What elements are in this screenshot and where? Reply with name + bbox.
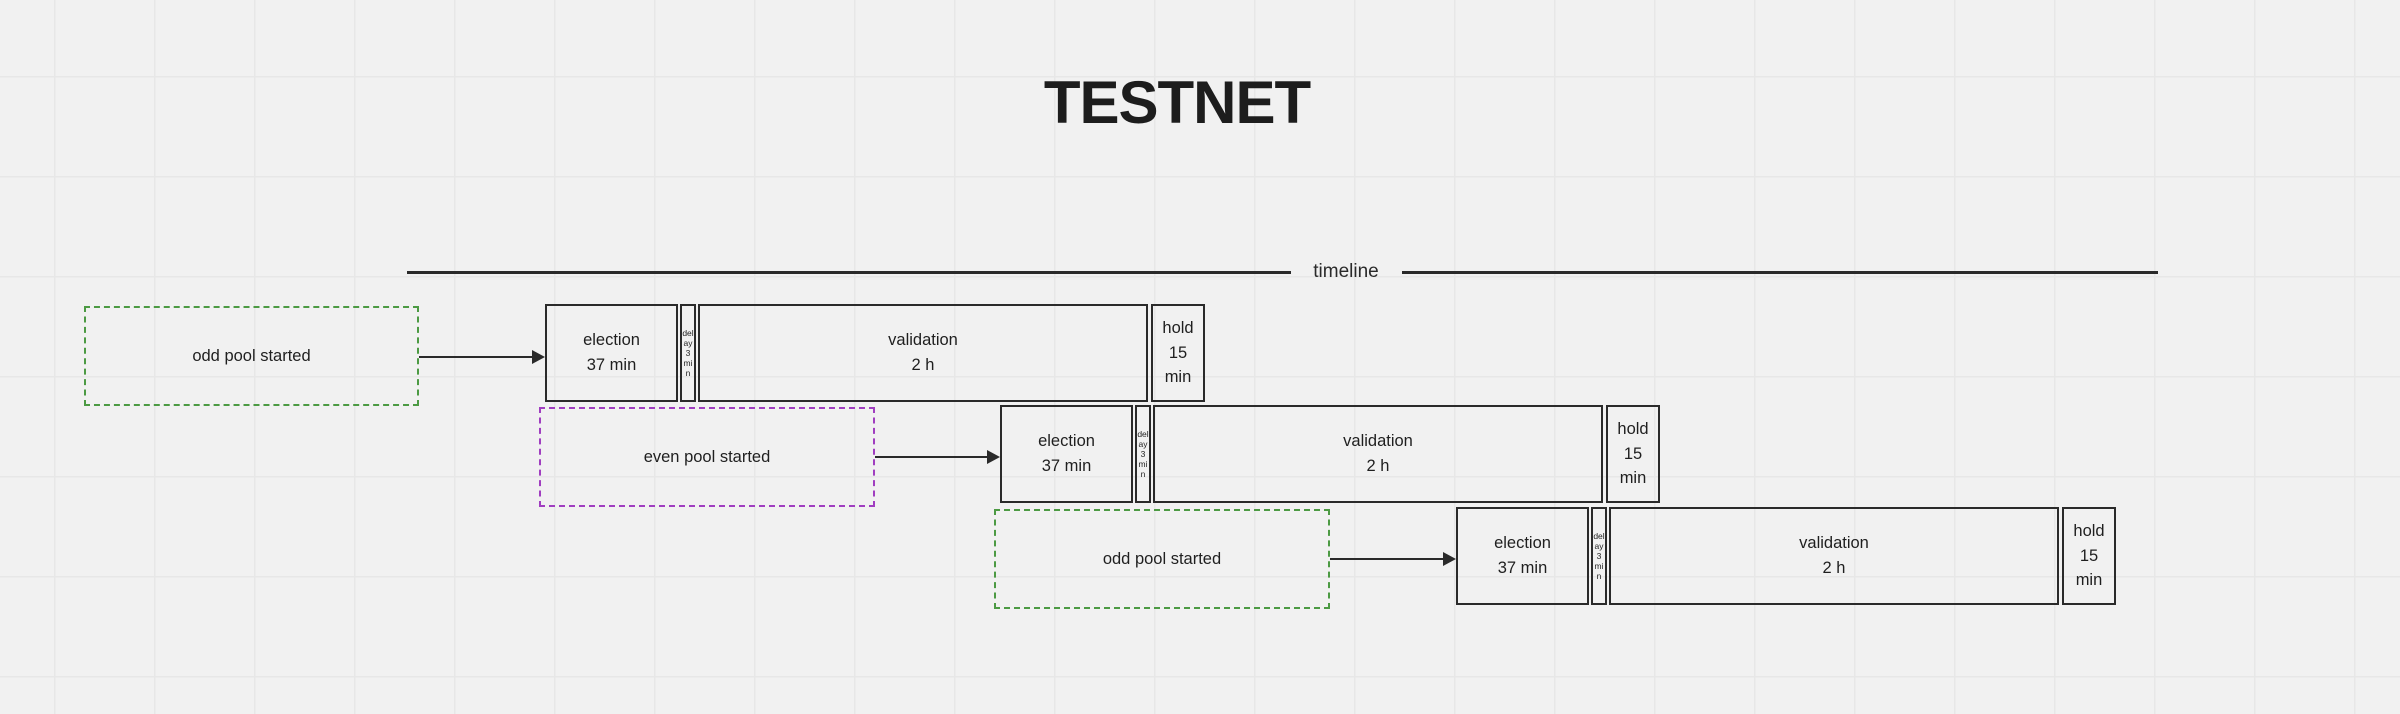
phase-label: hold 15 min — [1617, 419, 1649, 488]
phase-validation-3: validation 2 h — [1609, 507, 2059, 605]
phase-hold-2: hold 15 min — [1606, 405, 1660, 503]
timeline-label: timeline — [1313, 261, 1379, 282]
start-box-label: odd pool started — [192, 346, 311, 365]
phase-validation-1: validation 2 h — [698, 304, 1148, 402]
start-box-odd-pool-1: odd pool started — [84, 306, 419, 406]
timeline-line-left — [407, 271, 1291, 274]
phase-hold-1: hold 15 min — [1151, 304, 1205, 402]
phase-election-2: election 37 min — [1000, 405, 1133, 503]
phase-label: election 37 min — [1038, 432, 1095, 475]
arrowhead-icon — [987, 450, 1000, 464]
phase-label: delay 3 min — [1593, 530, 1605, 582]
start-box-label: even pool started — [643, 447, 771, 466]
phase-validation-2: validation 2 h — [1153, 405, 1603, 503]
arrowhead-icon — [532, 350, 545, 364]
phase-label: hold 15 min — [1162, 318, 1194, 387]
phase-label: election 37 min — [1494, 534, 1551, 577]
phase-label: hold 15 min — [2073, 521, 2105, 590]
phase-label: delay 3 min — [682, 327, 694, 379]
phase-label: validation 2 h — [888, 331, 958, 374]
start-box-odd-pool-2: odd pool started — [994, 509, 1330, 609]
phase-delay-1: delay 3 min — [680, 304, 696, 402]
phase-label: validation 2 h — [1343, 432, 1413, 475]
arrow-shaft — [419, 355, 534, 359]
arrowhead-icon — [1443, 552, 1456, 566]
arrow-shaft — [875, 455, 989, 459]
arrow-shaft — [1330, 557, 1445, 561]
phase-label: validation 2 h — [1799, 534, 1869, 577]
phase-election-3: election 37 min — [1456, 507, 1589, 605]
phase-label: delay 3 min — [1137, 428, 1149, 480]
diagram-title: TESTNET — [1043, 69, 1311, 136]
phase-hold-3: hold 15 min — [2062, 507, 2116, 605]
start-box-even-pool: even pool started — [539, 407, 875, 507]
phase-election-1: election 37 min — [545, 304, 678, 402]
phase-delay-3: delay 3 min — [1591, 507, 1607, 605]
timeline-line-right — [1402, 271, 2158, 274]
start-box-label: odd pool started — [1102, 549, 1222, 568]
phase-delay-2: delay 3 min — [1135, 405, 1151, 503]
phase-label: election 37 min — [583, 331, 640, 374]
